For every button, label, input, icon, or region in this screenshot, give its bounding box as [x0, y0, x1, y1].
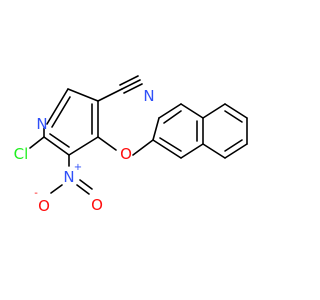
- atom-n-ring: N: [36, 115, 47, 133]
- bond-c3-cn: [97, 88, 123, 102]
- bond-c-top-c3: [67, 88, 99, 102]
- bond-cn-triple-2: [119, 75, 139, 86]
- bond-c4-o: [97, 136, 117, 151]
- bond-na-6: [152, 139, 182, 159]
- atom-o-nitro-double: O: [91, 196, 103, 214]
- molecule-structure: N N Cl O N + O - O: [14, 75, 248, 215]
- atom-layer: N N Cl O N + O - O: [14, 87, 155, 215]
- bond-nb-4: [224, 143, 248, 159]
- bond-nb-4i: [224, 139, 243, 152]
- bond-na-1: [152, 117, 160, 141]
- bond-layer: [29, 75, 248, 195]
- bond-na-5: [180, 143, 204, 159]
- atom-o-nitro-minus: O: [38, 197, 50, 215]
- bond-nb-2: [224, 103, 248, 119]
- bond-nnitro-odouble-2: [79, 179, 93, 190]
- charge-plus: +: [74, 162, 82, 173]
- bond-c4-c5: [68, 136, 99, 156]
- bond-nb-1: [202, 103, 226, 119]
- atom-chlorine: Cl: [14, 145, 29, 163]
- bond-c6-cl: [29, 136, 45, 149]
- bond-o-naph: [132, 139, 154, 156]
- bond-c5-c6-inner: [49, 133, 70, 148]
- bond-n-c-top: [46, 88, 69, 125]
- bond-c5-c6: [43, 136, 70, 156]
- bond-n-c-top-inner: [51, 96, 71, 128]
- bond-nnitro-ominus: [50, 184, 63, 194]
- bond-nb-2i: [224, 110, 243, 123]
- atom-o-ether: O: [120, 145, 132, 163]
- atom-n-nitrile: N: [143, 87, 154, 105]
- atom-n-nitro: N: [63, 168, 74, 186]
- bond-nb-5: [202, 143, 226, 159]
- bond-nnitro-odouble-1: [76, 184, 90, 195]
- bond-na-2i: [163, 110, 182, 124]
- bond-na-2: [158, 103, 182, 119]
- bond-na-3: [180, 103, 204, 119]
- bond-cn-triple-1: [121, 79, 141, 90]
- bond-cn-triple-3: [123, 83, 143, 94]
- charge-minus: -: [34, 188, 38, 199]
- bond-na-6i: [159, 137, 182, 152]
